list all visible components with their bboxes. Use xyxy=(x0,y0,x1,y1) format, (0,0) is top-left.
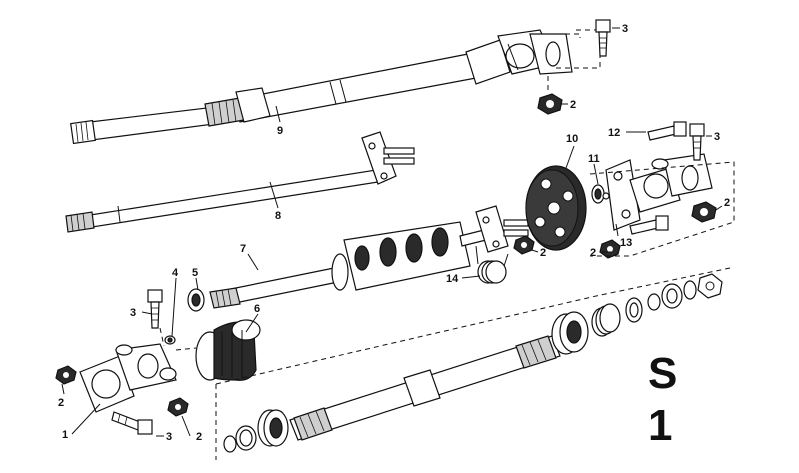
part-9-upper-steering-shaft xyxy=(70,29,573,145)
corner-glyph-bottom: 1 xyxy=(648,401,672,450)
part-2-nut-bottom xyxy=(167,397,189,417)
assembly-line xyxy=(159,327,165,347)
callout-3-top: 3 xyxy=(622,23,628,35)
assembly-line xyxy=(215,267,731,385)
callout-2-left: 2 xyxy=(58,397,64,409)
callout-13: 13 xyxy=(620,237,632,249)
part-5-sleeve xyxy=(187,288,205,312)
part-bearing-assembly xyxy=(551,273,723,355)
part-12-bolt xyxy=(647,121,687,141)
callout-7: 7 xyxy=(240,243,246,255)
assembly-line xyxy=(175,347,197,351)
part-6-rubber-boot xyxy=(195,319,261,381)
callout-8: 8 xyxy=(275,210,281,222)
callout-5: 5 xyxy=(192,267,198,279)
callout-1: 1 xyxy=(62,429,68,441)
callout-9: 9 xyxy=(277,125,283,137)
callout-4: 4 xyxy=(172,267,179,279)
callout-3-left: 3 xyxy=(130,307,136,319)
part-1-lower-universal-joint xyxy=(79,343,177,413)
part-lower-steering-shaft xyxy=(289,335,561,441)
callout-2-lower-joint: 2 xyxy=(590,247,596,259)
part-7-lower-shaft xyxy=(209,205,529,309)
part-bolt-lower-joint xyxy=(629,215,669,235)
part-universal-joint-right xyxy=(629,153,713,213)
part-3-bolt-left xyxy=(147,289,163,329)
callout-3-right: 3 xyxy=(714,131,720,143)
callout-14: 14 xyxy=(446,273,459,285)
callout-2-top: 2 xyxy=(570,99,576,111)
part-3-bolt-right xyxy=(689,123,705,161)
part-8-intermediate-shaft xyxy=(65,131,415,233)
callout-leaders xyxy=(61,27,723,437)
part-2-nut-top xyxy=(537,93,563,115)
part-3-bolt-bottom xyxy=(111,411,153,435)
part-11-centering-bush xyxy=(591,184,605,204)
callout-2-bottom: 2 xyxy=(196,431,202,443)
callout-12: 12 xyxy=(608,127,620,139)
callout-3-bottom: 3 xyxy=(166,431,172,443)
corner-glyph-top: S xyxy=(648,349,677,398)
callout-10: 10 xyxy=(566,133,578,145)
part-2-nut-lower-joint xyxy=(599,239,621,259)
part-2-nut-left xyxy=(55,365,77,385)
assembly-line xyxy=(589,161,735,257)
callout-2-middle: 2 xyxy=(540,247,546,259)
part-3-bolt-top xyxy=(595,19,611,57)
part-2-nut-middle xyxy=(513,235,535,255)
callout-2-right: 2 xyxy=(724,197,730,209)
part-shaft-seal-left xyxy=(223,409,289,453)
part-4-washer xyxy=(164,335,176,345)
callout-11: 11 xyxy=(588,153,600,165)
callout-6: 6 xyxy=(254,303,260,315)
part-14-spring xyxy=(475,245,509,284)
part-2-nut-right xyxy=(691,201,717,223)
part-10-flex-disc xyxy=(525,165,587,251)
